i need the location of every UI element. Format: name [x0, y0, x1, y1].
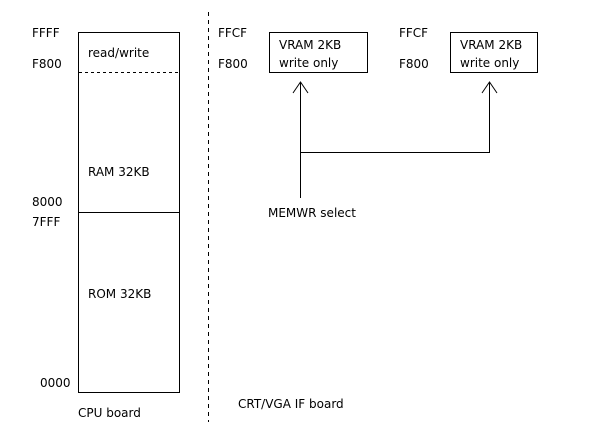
vram1-box [269, 32, 368, 73]
cpu-board-label: CPU board [78, 406, 141, 420]
cpu-region-ram: RAM 32KB [88, 165, 150, 179]
memwr-select-connector [292, 81, 498, 198]
vram2-addr-top: FFCF [399, 26, 428, 40]
arrowhead-up-icon [292, 81, 309, 94]
vram2-box [450, 32, 538, 73]
crt-board: FFCF F800 VRAM 2KB write only FFCF F800 … [218, 26, 538, 411]
cpu-addr-0000: 0000 [40, 376, 71, 390]
vram1-addr-bottom: F800 [218, 57, 248, 71]
cpu-region-rom: ROM 32KB [88, 287, 151, 301]
cpu-addr-8000: 8000 [32, 195, 63, 209]
vram1-title: VRAM 2KB [279, 38, 341, 52]
vram-bank-1: FFCF F800 VRAM 2KB write only [218, 26, 368, 73]
cpu-region-read-write: read/write [88, 46, 149, 60]
memwr-select-label: MEMWR select [268, 206, 356, 220]
cpu-addr-f800: F800 [32, 57, 62, 71]
cpu-addr-ffff: FFFF [32, 26, 60, 40]
cpu-memory-block [78, 32, 180, 393]
cpu-addr-7fff: 7FFF [32, 215, 60, 229]
vram1-addr-top: FFCF [218, 26, 247, 40]
vram2-addr-bottom: F800 [399, 57, 429, 71]
vram2-title: VRAM 2KB [460, 38, 522, 52]
vram2-mode: write only [460, 56, 519, 70]
vram-bank-2: FFCF F800 VRAM 2KB write only [399, 26, 538, 73]
vram1-mode: write only [279, 56, 338, 70]
crt-board-label: CRT/VGA IF board [238, 397, 344, 411]
arrowhead-up-icon [481, 81, 498, 94]
cpu-board-memory-map: read/write RAM 32KB ROM 32KB FFFF F800 8… [32, 26, 180, 420]
